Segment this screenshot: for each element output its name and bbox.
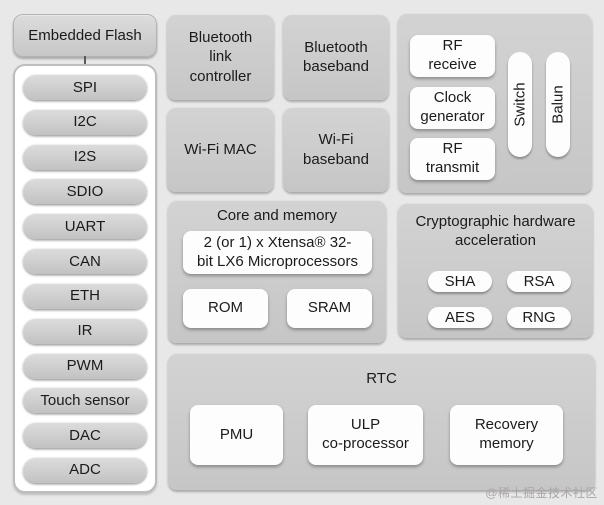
block-sha: SHA bbox=[428, 271, 492, 292]
core-and-memory-title: Core and memory bbox=[216, 207, 338, 224]
peripheral-adc: ADC bbox=[23, 456, 147, 483]
block-rom: ROM bbox=[183, 289, 268, 328]
block-wifi-baseband: Wi-Fi baseband bbox=[283, 107, 389, 192]
block-switch: Switch bbox=[508, 52, 532, 157]
block-rng: RNG bbox=[507, 307, 571, 328]
peripheral-touch-sensor: Touch sensor bbox=[23, 387, 147, 414]
peripheral-eth: ETH bbox=[23, 282, 147, 309]
balun-label: Balun bbox=[549, 85, 567, 124]
peripheral-ir: IR bbox=[23, 317, 147, 344]
block-aes: AES bbox=[428, 307, 492, 328]
crypto-container: Cryptographic hardware acceleration SHA … bbox=[398, 203, 593, 338]
peripheral-i2c: I2C bbox=[23, 108, 147, 135]
block-balun: Balun bbox=[546, 52, 570, 157]
crypto-title: Cryptographic hardware acceleration bbox=[415, 213, 576, 249]
peripherals-container: SPI I2C I2S SDIO UART CAN ETH IR PWM Tou… bbox=[13, 64, 157, 493]
peripheral-can: CAN bbox=[23, 248, 147, 275]
block-clock-generator: Clock generator bbox=[410, 87, 495, 129]
block-rsa: RSA bbox=[507, 271, 571, 292]
block-recovery-memory: Recovery memory bbox=[450, 405, 563, 465]
peripheral-pwm: PWM bbox=[23, 352, 147, 379]
watermark-text: @稀土掘金技术社区 bbox=[485, 486, 598, 500]
block-rf-receive: RF receive bbox=[410, 35, 495, 77]
rtc-container: RTC PMU ULP co-processor Recovery memory bbox=[168, 353, 595, 490]
switch-label: Switch bbox=[511, 82, 529, 127]
core-and-memory-container: Core and memory 2 (or 1) x Xtensa® 32- b… bbox=[168, 200, 386, 343]
peripheral-i2s: I2S bbox=[23, 143, 147, 170]
embedded-flash-block: Embedded Flash bbox=[13, 14, 157, 57]
block-rf-transmit: RF transmit bbox=[410, 138, 495, 180]
rf-container: RF receive Clock generator RF transmit S… bbox=[398, 13, 592, 193]
rtc-title: RTC bbox=[366, 370, 397, 387]
block-wifi-mac: Wi-Fi MAC bbox=[167, 107, 274, 192]
block-sram: SRAM bbox=[287, 289, 372, 328]
block-bluetooth-link-controller: Bluetooth link controller bbox=[167, 14, 274, 100]
block-xtensa-cpu: 2 (or 1) x Xtensa® 32- bit LX6 Microproc… bbox=[183, 231, 372, 274]
peripheral-sdio: SDIO bbox=[23, 178, 147, 205]
block-ulp-coprocessor: ULP co-processor bbox=[308, 405, 423, 465]
peripheral-uart: UART bbox=[23, 213, 147, 240]
block-bluetooth-baseband: Bluetooth baseband bbox=[283, 14, 389, 100]
peripheral-spi: SPI bbox=[23, 74, 147, 100]
peripheral-dac: DAC bbox=[23, 422, 147, 449]
block-pmu: PMU bbox=[190, 405, 283, 465]
